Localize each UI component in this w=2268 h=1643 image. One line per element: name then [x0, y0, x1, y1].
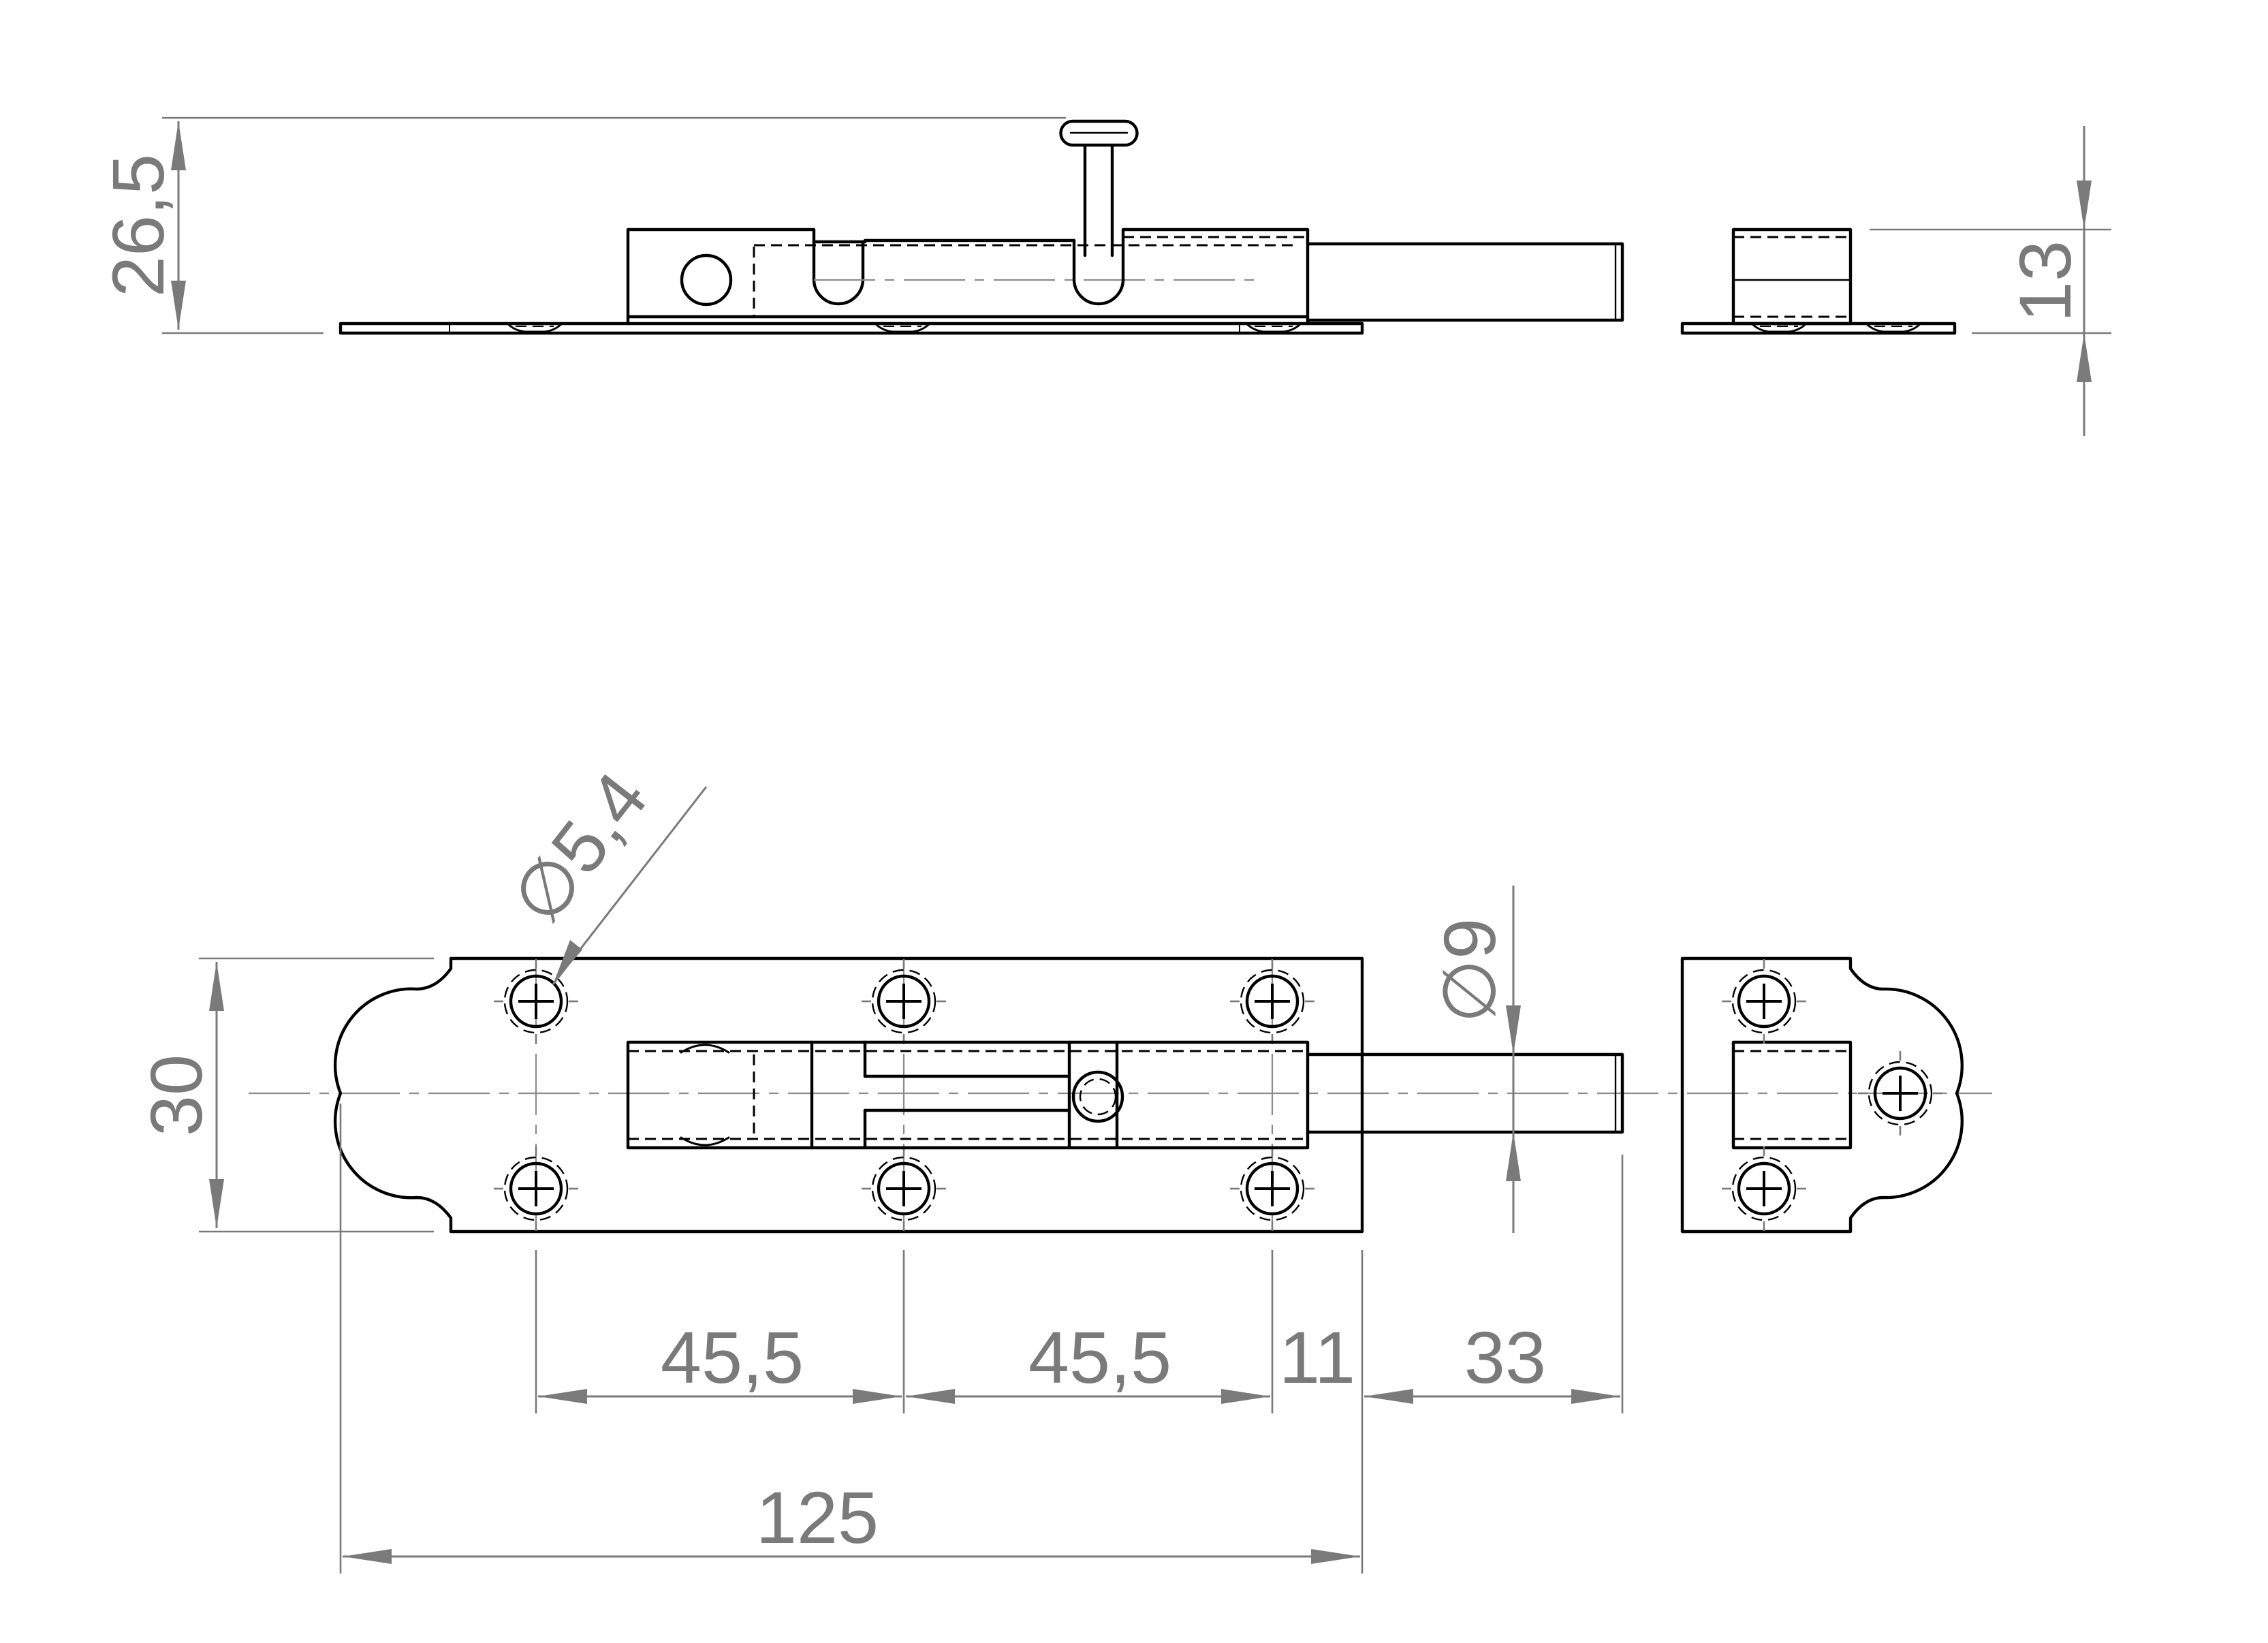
dim-hole-diameter: ∅5,4 [496, 757, 708, 985]
dim-label-hole-spacing-1: 45,5 [661, 1316, 804, 1398]
base-plate-side [338, 322, 1364, 335]
dim-label-overall-height: 26,5 [97, 154, 179, 297]
dim-label-hole-to-edge: 11 [1279, 1316, 1355, 1398]
dim-label-hole-spacing-2: 45,5 [1028, 1316, 1171, 1398]
keeper-side [1680, 228, 1957, 335]
base-plate [333, 956, 1364, 1234]
keeper-screw-hole-1 [1722, 959, 1806, 1044]
dim-label-bolt-diameter: ∅9 [1428, 918, 1511, 1023]
front-view: 30 ∅5,4 ∅9 45,5 [135, 757, 1992, 1574]
dim-overall-height: 26,5 [97, 116, 1066, 334]
dim-label-overall-length: 125 [756, 1476, 879, 1559]
dim-label-hole-diameter: ∅5,4 [496, 757, 663, 939]
dim-plate-height: 30 [135, 957, 434, 1233]
bolt-rod [1306, 1052, 1624, 1134]
left-housing-side [626, 228, 867, 326]
bolt-handle-side [1083, 143, 1114, 257]
right-housing-side [1072, 228, 1310, 326]
bolt-housing [626, 1040, 1310, 1150]
dim-label-bolt-projection: 33 [1464, 1316, 1546, 1398]
keeper-screw-hole-2 [1722, 1146, 1806, 1231]
top-view: 26,5 13 [97, 116, 2111, 436]
dim-bolt-diameter: ∅9 [1428, 886, 1521, 1233]
dim-keeper-height: 13 [1870, 126, 2111, 436]
handle-knob-top [1071, 1070, 1124, 1123]
keeper [1680, 956, 1964, 1234]
dim-horizontal-chain: 45,5 45,5 11 33 125 [339, 1104, 1624, 1574]
dim-label-keeper-height: 13 [2004, 240, 2086, 322]
rivet-circle [680, 253, 733, 307]
bolt-rod-side [1306, 242, 1624, 322]
dim-label-plate-height: 30 [135, 1054, 217, 1136]
